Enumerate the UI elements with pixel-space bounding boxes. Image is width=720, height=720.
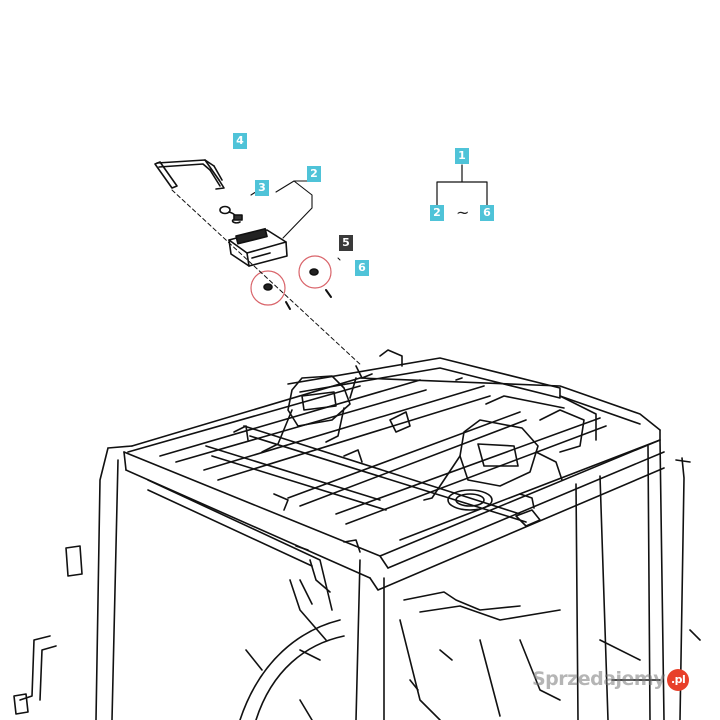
leader-bracket-2 (275, 180, 314, 239)
callout-2: 2 (307, 166, 321, 182)
radio-box-part (228, 227, 288, 267)
watermark-text: Sprzedajemy (532, 668, 666, 690)
vehicle-roof-frame (13, 349, 701, 720)
fastener-left (250, 270, 291, 310)
cable-part (219, 205, 243, 224)
watermark-badge: .pl (667, 668, 690, 691)
legend-callout-6: 6 (480, 205, 494, 221)
mounting-guide (171, 189, 363, 367)
legend-range-separator: ~ (456, 203, 470, 222)
watermark: Sprzedajemy.pl (532, 668, 690, 691)
legend-callout-2: 2 (430, 205, 444, 221)
callout-3: 3 (255, 180, 269, 196)
fastener-right (298, 255, 332, 298)
legend-callout-1: 1 (455, 148, 469, 164)
callout-5: 5 (339, 235, 353, 251)
legend-tree (436, 164, 488, 206)
callout-4: 4 (233, 133, 247, 149)
bracket-part (154, 159, 225, 190)
callout-6: 6 (355, 260, 369, 276)
